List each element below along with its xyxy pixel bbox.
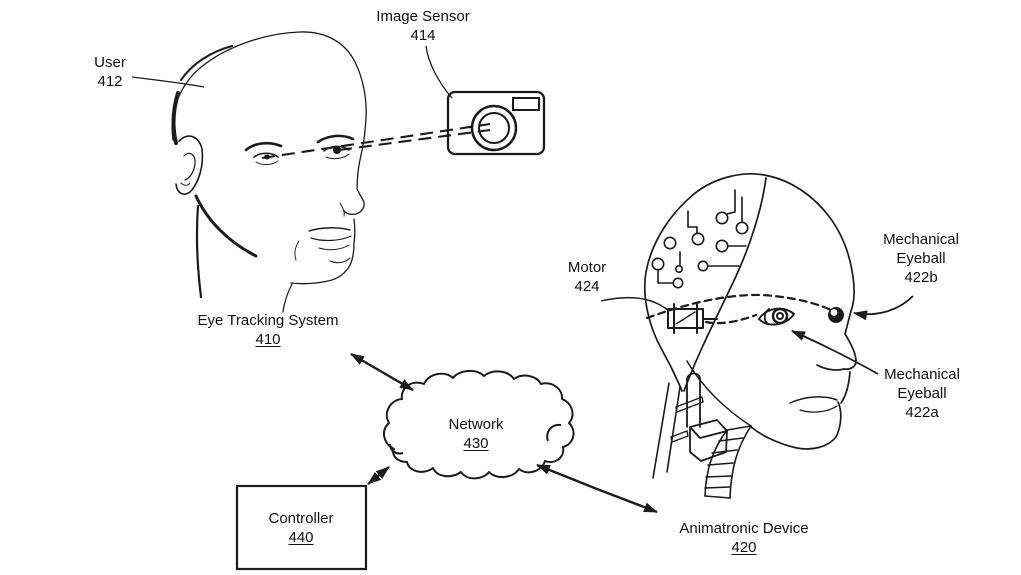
cloud-inner-curl-right	[546, 423, 562, 442]
network-cloud	[382, 370, 575, 480]
controller-label-ref: 440	[288, 529, 314, 546]
arrow-controller-network	[367, 466, 390, 485]
mechanical-eyeball-a-line1: Mechanical	[884, 366, 960, 383]
gaze-dashed-lines	[261, 122, 491, 160]
eye-mechanism-dashed-band	[645, 293, 837, 325]
mechanical-eyeball-b	[828, 307, 844, 323]
animatronic-device-label-ref: 420	[731, 539, 757, 556]
mechanical-eyeball-a-line2: Eyeball	[897, 385, 947, 402]
image-sensor-label-ref: 414	[410, 27, 436, 44]
mechanical-eyeball-b-line1: Mechanical	[883, 231, 959, 248]
circuit-pattern	[651, 189, 749, 289]
controller-box	[235, 484, 368, 571]
eye-tracking-system-label-name: Eye Tracking System	[197, 312, 339, 329]
eye-tracking-system-label-ref: 410	[255, 331, 281, 348]
user-head-illustration	[171, 31, 367, 313]
user-leader-line	[131, 76, 205, 88]
arrow-eyeball-a-pointer	[791, 330, 879, 375]
image-sensor-label: Image Sensor 414	[376, 7, 469, 45]
mechanical-eyeball-b-label: Mechanical Eyeball 422b	[883, 230, 959, 287]
user-label: User 412	[94, 53, 126, 91]
motor-label: Motor 424	[568, 258, 606, 296]
mechanical-eyeball-a-label: Mechanical Eyeball 422a	[884, 365, 960, 422]
neck-mechanism	[652, 372, 728, 479]
user-label-ref: 412	[97, 73, 123, 90]
animatronic-head-illustration	[643, 173, 857, 499]
arrow-eyeball-b-pointer	[853, 295, 914, 321]
arrow-animatronic-network	[536, 463, 658, 514]
motor-leader-line	[600, 296, 670, 312]
mechanical-eyeball-b-ref: 422b	[904, 269, 938, 286]
animatronic-device-label: Animatronic Device 420	[679, 519, 808, 557]
motor-label-name: Motor	[567, 259, 607, 276]
motor-label-ref: 424	[574, 278, 600, 295]
eye-tracking-system-label: Eye Tracking System 410	[198, 311, 339, 349]
network-label-ref: 430	[463, 435, 489, 452]
image-sensor-label-name: Image Sensor	[376, 8, 470, 25]
arrow-eyetracking-network	[350, 352, 414, 392]
animatronic-device-label-name: Animatronic Device	[679, 520, 809, 537]
cloud-inner-curl-left	[389, 443, 404, 455]
connection-arrows	[350, 295, 914, 514]
motor-assembly	[667, 303, 718, 334]
camera-viewfinder	[512, 97, 540, 111]
camera-lens-inner	[478, 112, 510, 144]
image-sensor-leader-line	[425, 45, 453, 99]
network-label: Network 430	[448, 415, 503, 453]
camera-icon	[446, 90, 546, 156]
controller-label-name: Controller	[268, 510, 334, 527]
mechanical-eyeball-a-ref: 422a	[905, 404, 939, 421]
user-label-name: User	[94, 54, 126, 71]
mechanical-eyeball-b-line2: Eyeball	[896, 250, 946, 267]
mechanical-eyeball-a	[758, 307, 795, 326]
controller-label: Controller 440	[268, 509, 333, 547]
network-label-name: Network	[448, 416, 504, 433]
neck-ribbed-tube	[704, 425, 752, 499]
camera-lens-outer	[470, 104, 518, 152]
